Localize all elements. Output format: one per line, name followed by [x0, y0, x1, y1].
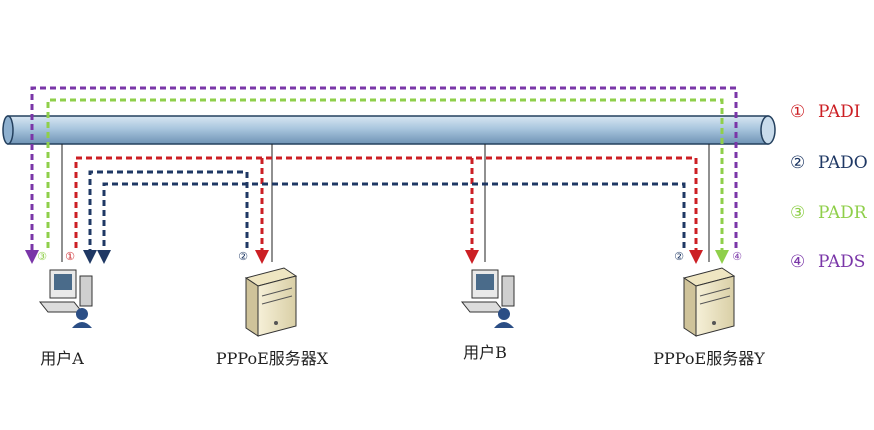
legend-marker-pads: ④	[790, 252, 805, 272]
pado-arrowhead-2	[97, 250, 111, 264]
legend-marker-pado: ②	[790, 153, 805, 173]
marker-padi-user-a: ①	[65, 250, 75, 263]
legend-label-pado: PADO	[818, 153, 868, 173]
server-x-icon	[244, 267, 298, 337]
marker-pado-server-x: ②	[238, 250, 248, 263]
ethernet-bus	[2, 115, 776, 145]
pads-path	[30, 86, 738, 252]
pads-arrowhead	[25, 250, 39, 264]
drop-lines	[61, 144, 710, 262]
marker-pado-server-y: ②	[674, 250, 684, 263]
server-y-icon	[682, 267, 736, 337]
user-b-label: 用户B	[463, 343, 507, 362]
user-a-computer-icon	[38, 269, 93, 328]
padi-arrowhead-server-x	[255, 250, 269, 264]
user-a-label: 用户A	[40, 349, 84, 368]
padi-path	[74, 156, 698, 252]
marker-pads-server-y: ④	[732, 250, 742, 263]
pado-path	[88, 170, 686, 252]
legend: ① PADI ② PADO ③ PADR ④ PADS	[790, 102, 868, 272]
padr-path	[46, 98, 724, 252]
legend-marker-padi: ①	[790, 102, 805, 122]
server-y-label: PPPoE服务器Y	[653, 349, 765, 368]
padi-arrowhead-server-y	[689, 250, 703, 264]
legend-marker-padr: ③	[790, 203, 805, 223]
padr-arrowhead	[715, 250, 729, 264]
marker-padr-user-a: ③	[37, 250, 47, 263]
pado-arrowhead-1	[83, 250, 97, 264]
server-x-label: PPPoE服务器X	[216, 349, 329, 368]
padi-arrowhead-user-b	[465, 250, 479, 264]
legend-label-pads: PADS	[818, 252, 865, 272]
legend-label-padi: PADI	[818, 102, 861, 122]
legend-label-padr: PADR	[818, 203, 868, 223]
user-b-computer-icon	[460, 269, 515, 328]
